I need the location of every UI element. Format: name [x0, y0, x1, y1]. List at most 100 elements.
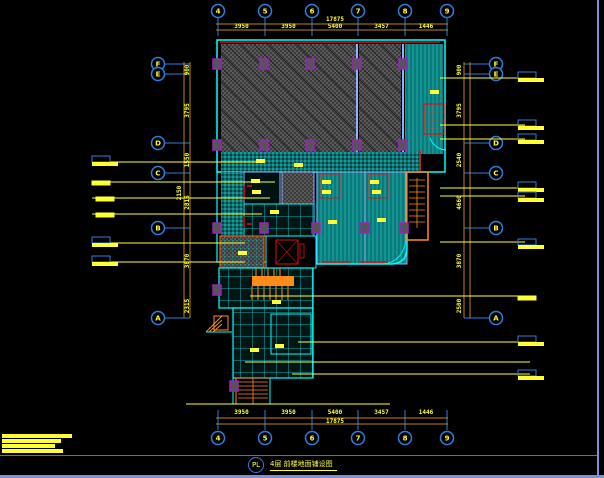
top-dimension: 3457	[374, 23, 389, 30]
room-tag	[322, 180, 331, 184]
left-axis-bubble: C	[150, 165, 166, 181]
callout-tag	[91, 155, 118, 166]
bottom-axis-bubble: 6	[304, 430, 320, 446]
column	[212, 284, 222, 296]
right-dimension: 3870	[456, 253, 463, 268]
drawing-title: 4层 前楼地面铺设图	[270, 459, 337, 471]
bottom-axis-bubble: 7	[350, 430, 366, 446]
axis-label: 4	[216, 8, 221, 16]
left-dimension: 3870	[184, 253, 191, 268]
stair-central	[251, 268, 294, 300]
column	[305, 58, 315, 70]
right-axis-bubble: D	[488, 135, 504, 151]
callout-bar	[95, 212, 115, 218]
axis-label: B	[155, 225, 160, 233]
corridor	[221, 152, 421, 172]
bottom-dimension: 5400	[328, 409, 343, 416]
callout-tag	[517, 133, 544, 144]
left-dimension: 3795	[184, 103, 191, 118]
layout-divider	[0, 455, 597, 456]
top-axis-bubble: 4	[210, 3, 226, 19]
legend-bars	[2, 434, 72, 453]
left-dimension: 900	[184, 64, 191, 75]
bottom-total-dimension: 17875	[326, 418, 344, 425]
bottom-axis-bubble: 8	[397, 430, 413, 446]
axis-label: A	[155, 315, 161, 323]
room-tag	[270, 210, 279, 214]
top-dimension-lines	[216, 23, 448, 31]
right-dimension: 4660	[456, 195, 463, 210]
column	[212, 58, 222, 70]
column	[212, 222, 222, 234]
right-axis-bubble: C	[488, 165, 504, 181]
room-tag	[370, 180, 379, 184]
axis-label: 5	[263, 8, 268, 16]
top-axis-bubble: 9	[439, 3, 455, 19]
top-axis-bubble: 8	[397, 3, 413, 19]
room-tag	[377, 218, 386, 222]
bottom-axis-bubble: 5	[257, 430, 273, 446]
room-tag	[275, 344, 284, 348]
axis-label: 9	[445, 8, 450, 16]
left-dimension-lines	[183, 62, 191, 318]
axis-label: 4	[216, 435, 221, 443]
annotation-leaders	[91, 71, 544, 380]
top-total-dimension: 17875	[326, 16, 344, 23]
bottom-dimension: 3950	[234, 409, 249, 416]
column	[212, 139, 222, 151]
left-axis-bubble: B	[150, 220, 166, 236]
room-east-strip	[405, 44, 443, 154]
top-dimension: 5400	[328, 23, 343, 30]
room-tag	[294, 163, 303, 167]
room-tag	[322, 190, 331, 194]
axis-label: 9	[445, 435, 450, 443]
callout-bar	[91, 180, 111, 186]
right-axis-bubble: B	[488, 220, 504, 236]
callout-tag	[517, 119, 544, 130]
column	[398, 139, 408, 151]
room-tag	[430, 90, 439, 94]
bottom-axis-grid: 4 5 6 7 8 9	[210, 410, 455, 446]
column	[352, 139, 362, 151]
room-tag	[272, 300, 281, 304]
column	[398, 58, 408, 70]
structural-columns	[212, 58, 409, 392]
axis-label: B	[493, 225, 498, 233]
drawing-title-block: PL 4层 前楼地面铺设图	[248, 456, 337, 474]
top-axis-grid: 4 5 6 7 8 9	[210, 3, 455, 36]
axis-label: D	[493, 140, 499, 148]
axis-label: 6	[310, 8, 315, 16]
left-axis-bubble: D	[150, 135, 166, 151]
room-lobby	[218, 267, 314, 309]
axis-label: 7	[356, 8, 361, 16]
top-axis-bubble: 5	[257, 3, 273, 19]
bottom-axis-bubble: 9	[439, 430, 455, 446]
right-dimension: 900	[456, 64, 463, 75]
column	[259, 139, 269, 151]
room-tag	[328, 220, 337, 224]
axis-label: A	[493, 315, 499, 323]
top-axis-bubble: 7	[350, 3, 366, 19]
room-bedroom-1	[316, 171, 366, 265]
bottom-dimension: 1446	[419, 409, 434, 416]
axis-label: C	[155, 170, 160, 178]
top-dimension: 3950	[281, 23, 296, 30]
bottom-dimension-lines	[216, 417, 448, 425]
left-axis-bubble: E	[150, 66, 166, 82]
room-labels	[238, 90, 439, 352]
callout-tag	[517, 238, 544, 249]
callout-bar	[517, 295, 537, 301]
callout-bar	[95, 196, 115, 202]
callout-tag	[517, 181, 544, 192]
left-dimension: 2315	[184, 298, 191, 313]
room-tag	[252, 190, 261, 194]
right-dimension: 2500	[456, 298, 463, 313]
callout-tag	[517, 191, 544, 202]
bottom-axis-bubble: 4	[210, 430, 226, 446]
right-axis-bubble: E	[488, 66, 504, 82]
axis-label: 7	[356, 435, 361, 443]
axis-label: 8	[403, 435, 408, 443]
right-axis-bubble: A	[488, 310, 504, 326]
